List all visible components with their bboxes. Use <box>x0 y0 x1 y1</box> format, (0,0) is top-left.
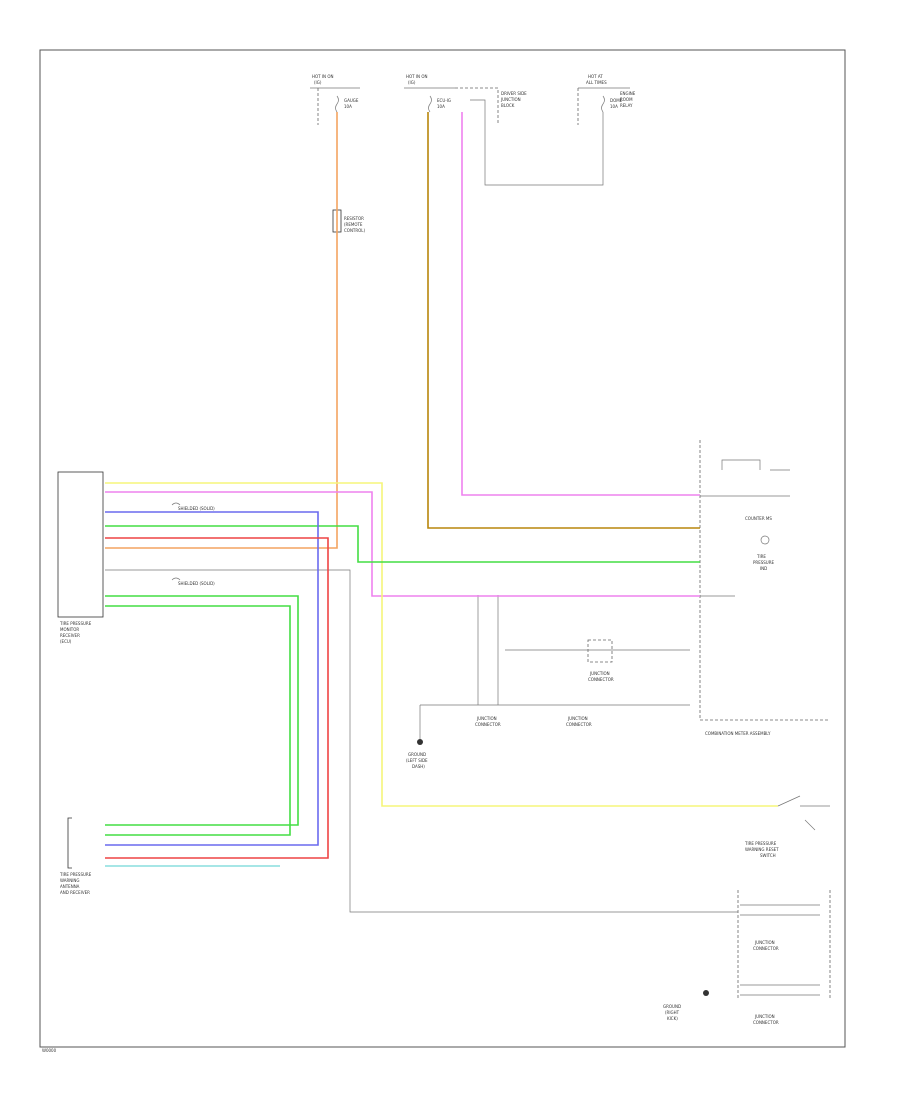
fuse-dome-rating: 10A <box>610 104 618 109</box>
junction-conn-label-e: JUNCTION <box>754 1014 775 1019</box>
wire-pink-ecu-meter <box>105 491 700 597</box>
tpms-sensor-label-3: ANTENNA <box>60 884 80 889</box>
resistor-label-2: (REMOTE <box>344 222 363 227</box>
fuse-dome-label: DOME <box>610 98 623 103</box>
tpms-sensor-label-4: AND RECEIVER <box>60 890 90 895</box>
junction-connectors: JUNCTION CONNECTOR JUNCTION CONNECTOR JU… <box>419 595 690 740</box>
hot-run-source-2: HOT IN ON (IG) <box>404 74 455 89</box>
dome-circuit-wire <box>470 99 604 186</box>
ground-2-label: GROUND <box>663 1004 681 1009</box>
hot-run-label-1: HOT IN ON <box>312 74 333 79</box>
fuse-ecu-ig: ECU-IG 10A <box>428 95 451 113</box>
junction-conn-label-b: JUNCTION <box>476 716 497 721</box>
jb-driver-label-3: BLOCK <box>501 103 515 108</box>
junction-conn-label-b2: CONNECTOR <box>475 722 501 727</box>
wire-gray-shield-drain <box>105 569 738 913</box>
junction-conn-label-a: JUNCTION <box>589 671 610 676</box>
tpms-ecu-label-4: (ECU) <box>60 639 72 644</box>
shielded-label-1: SHIELDED (SOLID) <box>178 506 215 511</box>
tpms-ecu-label: TIRE PRESSURE <box>59 621 92 626</box>
hot-at-label-b: ALL TIMES <box>586 80 607 85</box>
junction-conn-label-d: JUNCTION <box>754 940 775 945</box>
hot-all-times-source: HOT AT ALL TIMES <box>578 74 630 89</box>
reset-switch-label: TIRE PRESSURE <box>744 841 777 846</box>
wire-green-indicator <box>105 525 700 563</box>
fuse-ecu-rating: 10A <box>437 104 445 109</box>
tpms-receiver-ecu: TIRE PRESSURE MONITOR RECEIVER (ECU) <box>57 471 104 644</box>
tpms-antenna-receiver: TIRE PRESSURE WARNING ANTENNA AND RECEIV… <box>59 817 92 895</box>
fuse-ecu-label: ECU-IG <box>437 98 451 103</box>
ground-2-label-b: (RIGHT <box>665 1010 680 1015</box>
junction-conn-label-c: JUNCTION <box>567 716 588 721</box>
tire-ind-label-3: IND <box>760 566 767 571</box>
ground-1-label-b: (LEFT SIDE <box>406 758 428 763</box>
diagram-frame <box>39 49 846 1048</box>
resistor-label: RESISTOR <box>344 216 364 221</box>
engine-relay-label: ENGINE <box>620 91 636 96</box>
engine-relay-label-2: ROOM <box>620 97 633 102</box>
tpms-sensor-label-2: WARNING <box>60 878 80 883</box>
wire-blue-signal <box>105 511 319 846</box>
combination-meter-label: COMBINATION METER ASSEMBLY <box>705 731 771 736</box>
ground-1-label-c: DASH) <box>412 764 425 769</box>
ground-left-dash: GROUND (LEFT SIDE DASH) <box>406 739 428 769</box>
hot-at-label: HOT AT <box>588 74 603 79</box>
shield-symbols <box>171 502 181 581</box>
wire-red-power <box>105 537 329 859</box>
hot-run-label-2: HOT IN ON <box>406 74 427 79</box>
reset-switch-label-3: SWITCH <box>760 853 776 858</box>
tire-ind-label: TIRE <box>756 554 766 559</box>
jb-driver-label-2: JUNCTION <box>500 97 521 102</box>
fuse-gauge-rating: 10A <box>344 104 352 109</box>
reset-switch: TIRE PRESSURE WARNING RESET SWITCH JUNCT… <box>737 795 831 1025</box>
resistor: RESISTOR (REMOTE CONTROL) <box>332 209 366 233</box>
junction-conn-label-d2: CONNECTOR <box>753 946 779 951</box>
fuse-gauge-label: GAUGE <box>344 98 359 103</box>
wire-green-data-1 <box>105 595 299 826</box>
junction-conn-label-e2: CONNECTOR <box>753 1020 779 1025</box>
wire-yellow-reset <box>105 482 778 807</box>
tpms-ecu-label-3: RECEIVER <box>60 633 80 638</box>
fuse-dome: DOME 10A <box>601 95 623 113</box>
wire-orange-gauge <box>105 112 338 549</box>
wire-olive-ecu-ig <box>427 112 700 529</box>
fuse-gauge: GAUGE 10A <box>335 95 359 113</box>
reset-switch-label-2: WARNING RESET <box>745 847 779 852</box>
ground-right-kick: GROUND (RIGHT KICK) <box>663 990 709 1021</box>
combination-meter: COMBINATION METER ASSEMBLY COUNTER MS TI… <box>699 440 830 736</box>
hot-run-label-2b: (IG) <box>408 80 416 85</box>
shielded-label-2: SHIELDED (SOLID) <box>178 581 215 586</box>
footer-code: W0000 <box>42 1048 57 1053</box>
engine-relay-label-3: RELAY <box>620 103 633 108</box>
counter-ms-label: COUNTER MS <box>745 516 772 521</box>
hot-run-label-1b: (IG) <box>314 80 322 85</box>
tpms-ecu-label-2: MONITOR <box>60 627 79 632</box>
wire-green-data-2 <box>105 605 291 836</box>
tire-ind-label-2: PRESSURE <box>753 560 775 565</box>
hot-run-source-1: HOT IN ON (IG) <box>310 74 360 89</box>
tpms-sensor-label: TIRE PRESSURE <box>59 872 92 877</box>
jb-driver-label: DRIVER SIDE <box>501 91 527 96</box>
wire-pink-dome <box>461 112 700 496</box>
junction-conn-label-a2: CONNECTOR <box>588 677 614 682</box>
ground-2-label-c: KICK) <box>667 1016 678 1021</box>
ground-1-label: GROUND <box>408 752 426 757</box>
junction-conn-label-c2: CONNECTOR <box>566 722 592 727</box>
junction-block-outline <box>317 87 579 125</box>
resistor-label-3: CONTROL) <box>344 228 366 233</box>
